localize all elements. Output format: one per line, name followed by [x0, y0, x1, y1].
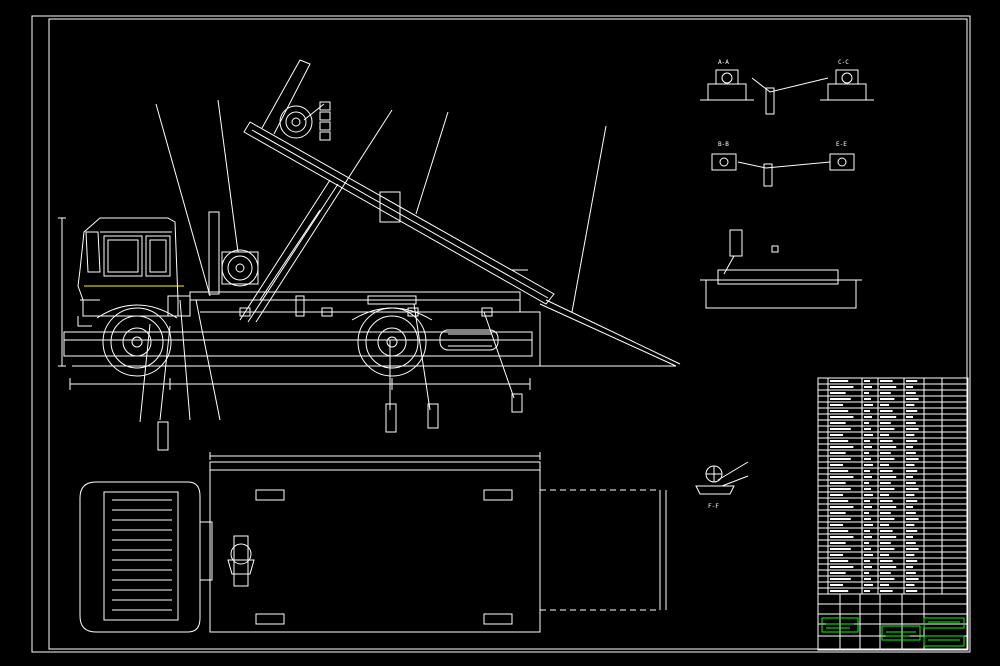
frame-brackets	[239, 295, 493, 317]
parts-list-table	[817, 377, 969, 595]
label-section-cc: C-C	[838, 59, 849, 66]
drawing-outer-border	[31, 15, 971, 653]
label-section-ff: F-F	[708, 503, 719, 510]
section-aa: A-A	[700, 59, 754, 101]
section-ac-tag	[765, 87, 775, 115]
truck-plan-view	[79, 452, 667, 633]
front-wheel	[96, 304, 178, 377]
label-section-ee: E-E	[836, 141, 847, 148]
plan-dimensions	[209, 452, 667, 610]
rear-wheel	[351, 307, 433, 377]
label-section-bb: B-B	[718, 141, 729, 148]
plan-cab	[79, 481, 213, 633]
section-be-tag	[763, 163, 773, 187]
tail-ramp	[539, 299, 681, 367]
section-cc: C-C	[820, 59, 874, 101]
detail-frame-section	[700, 229, 862, 309]
part-leaders	[139, 99, 607, 423]
section-ff: F-F	[695, 461, 749, 510]
section-ee: E-E	[829, 141, 855, 171]
drawing-inner-border	[48, 18, 968, 650]
section-ac-leader	[751, 77, 829, 93]
tilted-boom	[239, 59, 555, 323]
crane-post	[208, 211, 259, 295]
plan-platform	[209, 461, 661, 633]
truck-cab	[77, 217, 184, 327]
elevation-dimensions	[58, 217, 672, 390]
plan-winch	[227, 535, 255, 587]
fuel-tank	[439, 329, 499, 351]
section-bb: B-B	[711, 141, 737, 171]
title-block	[817, 593, 969, 651]
truck-side-elevation	[58, 59, 681, 451]
part-number-boxes	[157, 101, 523, 451]
label-section-aa: A-A	[718, 59, 729, 66]
section-be-leader	[737, 161, 831, 169]
